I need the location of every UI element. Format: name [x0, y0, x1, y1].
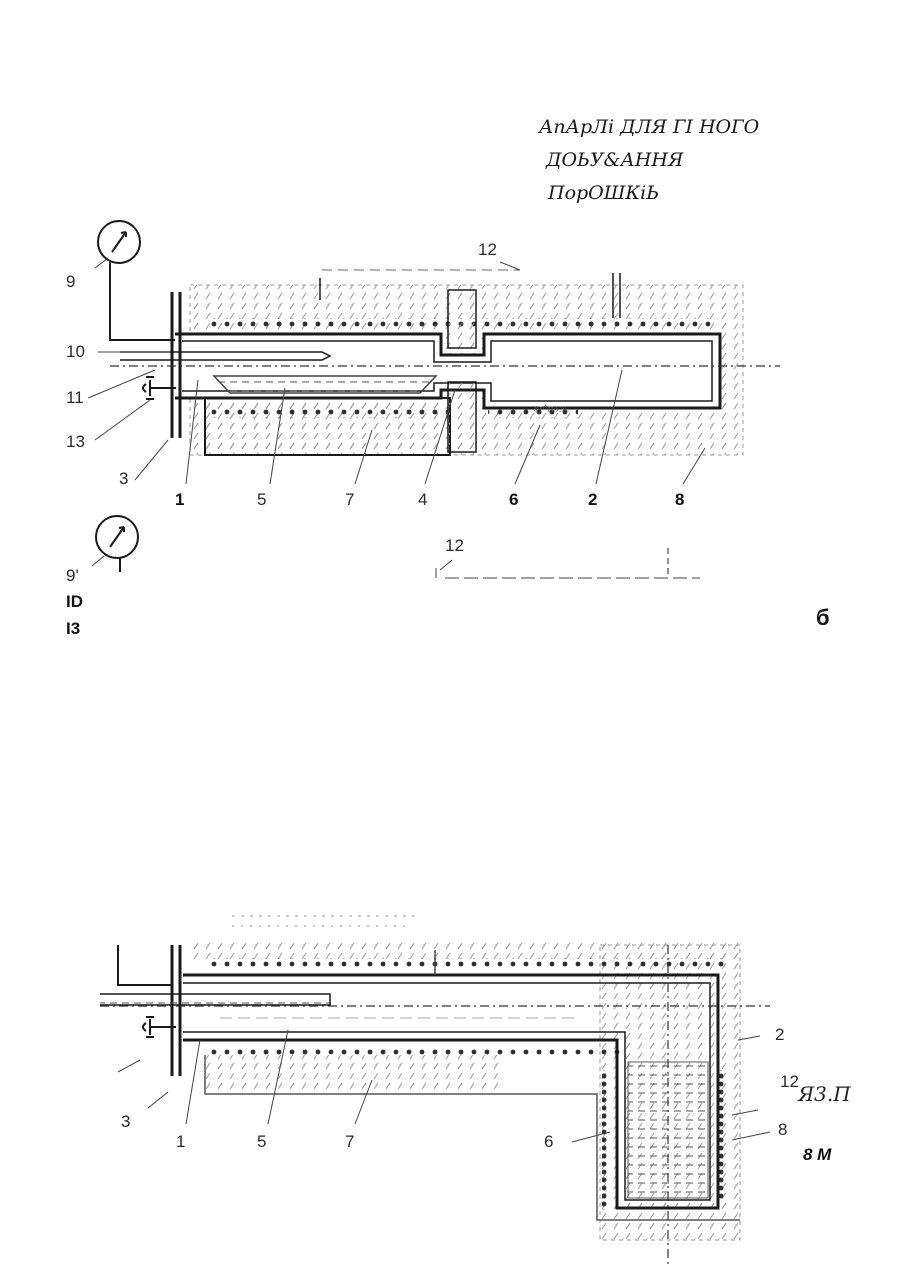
label-1: 1 — [175, 490, 184, 510]
label-2: 2 — [588, 490, 597, 510]
inner-text: «т^п»:» — [533, 404, 567, 415]
label-7: 7 — [345, 490, 354, 510]
partition-4 — [448, 382, 476, 452]
label-c8: 8 — [778, 1120, 787, 1140]
label-9-prime: 9' — [66, 566, 79, 586]
label-9: 9 — [66, 272, 75, 292]
label-8m: 8 М — [803, 1145, 831, 1165]
label-c7: 7 — [345, 1132, 354, 1152]
label-13: 13 — [66, 432, 85, 452]
heater-row-c-top — [205, 958, 725, 967]
heater-block-7 — [205, 398, 450, 455]
probe-c10 — [100, 994, 330, 1005]
label-3: 3 — [119, 469, 128, 489]
label-12: 12 — [478, 240, 497, 260]
heater-row-bottom-left — [205, 409, 450, 418]
label-c12: 12 — [780, 1072, 799, 1092]
partition-top — [448, 290, 476, 348]
label-4: 4 — [418, 490, 427, 510]
gauge-9-prime-icon — [92, 516, 138, 572]
label-6: 6 — [509, 490, 518, 510]
label-c6: 6 — [544, 1132, 553, 1152]
gauge-9-icon — [98, 221, 175, 340]
label-c1: 1 — [176, 1132, 185, 1152]
heater-row-c-bottom — [205, 1048, 625, 1057]
label-5: 5 — [257, 490, 266, 510]
label-12-b: 12 — [445, 536, 464, 556]
label-c5: 5 — [257, 1132, 266, 1152]
boat-5 — [214, 376, 436, 393]
label-i3: I3 — [66, 619, 80, 639]
label-c3: 3 — [121, 1112, 130, 1132]
label-8: 8 — [675, 490, 684, 510]
label-c2: 2 — [775, 1025, 784, 1045]
label-11: 11 — [66, 388, 84, 408]
figure-letter-b: б — [816, 605, 830, 631]
label-10: 10 — [66, 342, 85, 362]
label-ya3n: Я3.П — [798, 1082, 851, 1106]
label-id: ID — [66, 592, 83, 612]
